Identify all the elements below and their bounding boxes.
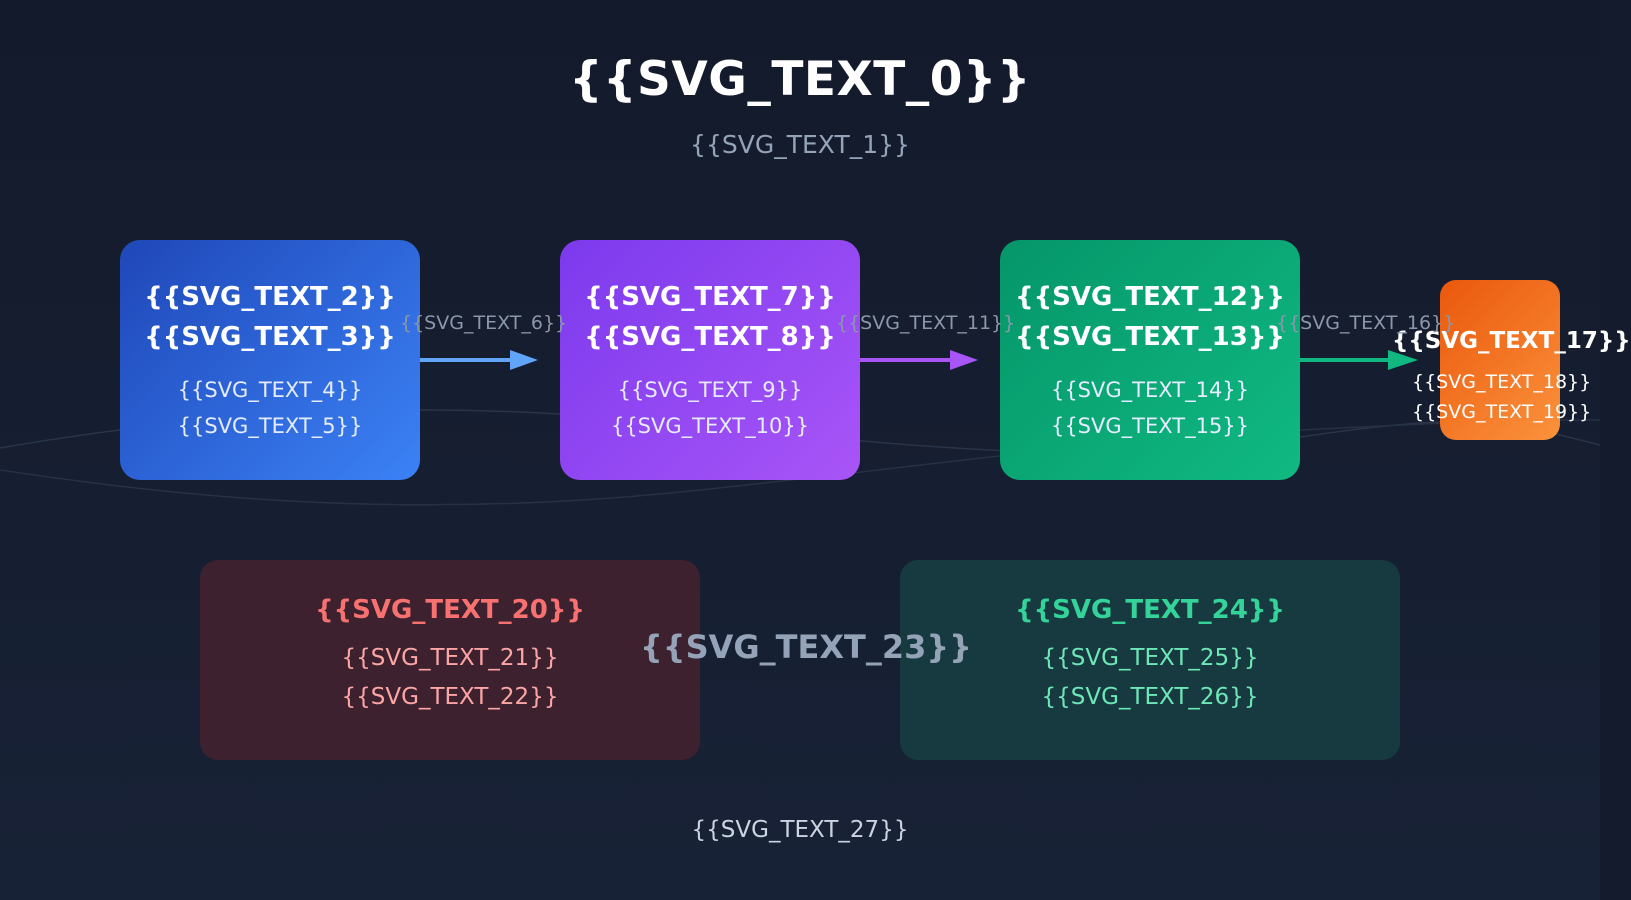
step-1-detail-2: {{SVG_TEXT_5}} [177, 414, 363, 438]
step-4-title: {{SVG_TEXT_17}} [1392, 328, 1631, 354]
edge-label-1: {{SVG_TEXT_6}} [400, 312, 568, 334]
step-3-title-line1: {{SVG_TEXT_12}} [1015, 282, 1285, 312]
step-card-4 [1440, 280, 1560, 440]
step-card-2 [560, 240, 860, 480]
comparison-right-title: {{SVG_TEXT_24}} [1015, 595, 1285, 625]
comparison-left-line-1: {{SVG_TEXT_21}} [341, 645, 559, 671]
arrow-3 [1300, 350, 1418, 370]
comparison-middle-label: {{SVG_TEXT_23}} [640, 628, 972, 666]
step-2-title-line1: {{SVG_TEXT_7}} [584, 282, 836, 312]
edge-label-3: {{SVG_TEXT_16}} [1276, 312, 1456, 334]
diagram-subtitle: {{SVG_TEXT_1}} [690, 130, 910, 159]
step-3-detail-2: {{SVG_TEXT_15}} [1050, 414, 1250, 438]
arrow-2 [860, 350, 978, 370]
step-card-1 [120, 240, 420, 480]
comparison-right-line-1: {{SVG_TEXT_25}} [1041, 645, 1259, 671]
step-2-detail-2: {{SVG_TEXT_10}} [610, 414, 810, 438]
step-1-title-line2: {{SVG_TEXT_3}} [144, 322, 396, 352]
step-3-detail-1: {{SVG_TEXT_14}} [1050, 378, 1250, 402]
comparison-right-line-2: {{SVG_TEXT_26}} [1041, 684, 1259, 710]
step-3-title-line2: {{SVG_TEXT_13}} [1015, 322, 1285, 352]
step-1-detail-1: {{SVG_TEXT_4}} [177, 378, 363, 402]
comparison-right-card [900, 560, 1400, 760]
comparison-left-card [200, 560, 700, 760]
step-1-title-line1: {{SVG_TEXT_2}} [144, 282, 396, 312]
diagram-footer: {{SVG_TEXT_27}} [691, 817, 909, 843]
step-2-detail-1: {{SVG_TEXT_9}} [617, 378, 803, 402]
step-2-title-line2: {{SVG_TEXT_8}} [584, 322, 836, 352]
comparison-left-line-2: {{SVG_TEXT_22}} [341, 684, 559, 710]
arrow-1 [420, 350, 538, 370]
diagram-title: {{SVG_TEXT_0}} [569, 52, 1031, 107]
edge-label-2: {{SVG_TEXT_11}} [836, 312, 1016, 334]
step-card-3 [1000, 240, 1300, 480]
step-4-detail-2: {{SVG_TEXT_19}} [1412, 401, 1592, 423]
comparison-left-title: {{SVG_TEXT_20}} [315, 595, 585, 625]
step-4-detail-1: {{SVG_TEXT_18}} [1412, 371, 1592, 393]
